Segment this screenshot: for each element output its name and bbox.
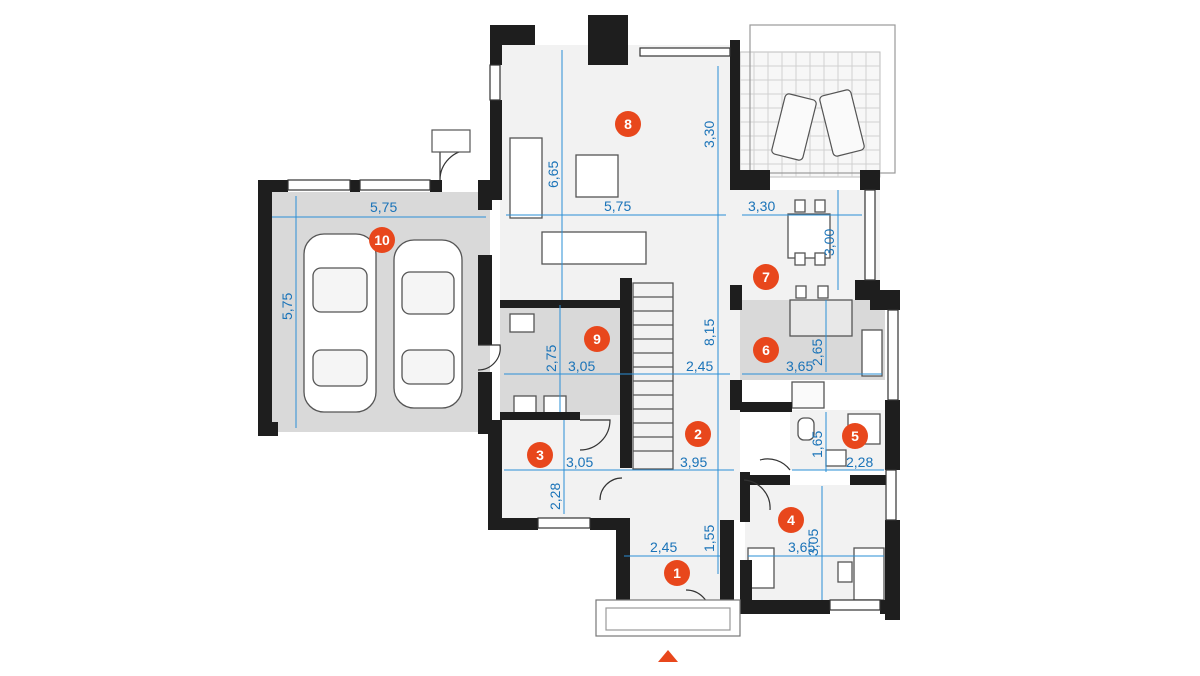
svg-text:7: 7 bbox=[762, 269, 770, 285]
room-badge-1: 1 bbox=[664, 560, 690, 586]
utility-sink bbox=[509, 313, 535, 333]
stove bbox=[791, 381, 825, 409]
room-badge-7: 7 bbox=[753, 264, 779, 290]
dim-vestibule-depth: 1,55 bbox=[701, 525, 717, 552]
room-badge-3: 3 bbox=[527, 442, 553, 468]
chair-2 bbox=[814, 199, 826, 213]
coffee-table bbox=[575, 154, 619, 198]
room-badge-6: 6 bbox=[753, 337, 779, 363]
dim-office-width: 3,65 bbox=[788, 539, 815, 555]
svg-text:1: 1 bbox=[673, 565, 681, 581]
room-badge-8: 8 bbox=[615, 111, 641, 137]
entrance-arrow-icon bbox=[658, 650, 678, 662]
dim-living-depth: 6,65 bbox=[545, 161, 561, 188]
dim-terrace-width: 3,30 bbox=[748, 198, 775, 214]
wall-east-terrace bbox=[730, 40, 740, 170]
dim-pantry-width: 3,05 bbox=[566, 454, 593, 470]
doors-windows bbox=[287, 47, 899, 637]
dining-table bbox=[787, 213, 831, 259]
svg-text:8: 8 bbox=[624, 116, 632, 132]
svg-text:10: 10 bbox=[374, 232, 390, 248]
dimension-lines bbox=[272, 50, 884, 600]
dim-vestibule-width: 2,45 bbox=[650, 539, 677, 555]
dim-kitchen-width: 3,65 bbox=[786, 358, 813, 374]
wall-pantry-west bbox=[488, 420, 502, 530]
svg-text:2: 2 bbox=[694, 426, 702, 442]
kitchen-island bbox=[789, 299, 853, 337]
dim-utility-width: 3,05 bbox=[568, 358, 595, 374]
dim-living-width: 5,75 bbox=[604, 198, 631, 214]
dim-stair-width: 2,45 bbox=[686, 358, 713, 374]
dim-dining-depth: 3,00 bbox=[821, 229, 837, 256]
sofa-left bbox=[509, 137, 543, 219]
pantry-floor bbox=[500, 415, 625, 515]
dim-garage-width: 5,75 bbox=[370, 199, 397, 215]
room-badge-5: 5 bbox=[842, 423, 868, 449]
svg-text:9: 9 bbox=[593, 331, 601, 347]
wall-garage-west bbox=[258, 180, 272, 435]
room-badge-10: 10 bbox=[369, 227, 395, 253]
sofa-bottom bbox=[541, 231, 647, 265]
room-badges: 1 2 3 4 5 6 7 8 bbox=[369, 111, 868, 586]
car-left bbox=[303, 233, 377, 413]
terrace bbox=[739, 24, 896, 178]
dim-living-upper: 3,30 bbox=[701, 121, 717, 148]
dim-kitchen-depth: 2,65 bbox=[809, 339, 825, 366]
chair-1 bbox=[794, 199, 806, 213]
room-badge-9: 9 bbox=[584, 326, 610, 352]
toilet bbox=[797, 417, 815, 441]
chair-4 bbox=[814, 252, 826, 266]
chair-3 bbox=[794, 252, 806, 266]
dim-office-depth: 3,05 bbox=[805, 529, 821, 556]
dim-utility-depth: 2,75 bbox=[543, 345, 559, 372]
terrace-roof-outline bbox=[749, 24, 896, 174]
svg-text:4: 4 bbox=[787, 512, 795, 528]
svg-text:5: 5 bbox=[851, 428, 859, 444]
dim-hall-height: 8,15 bbox=[701, 319, 717, 346]
dim-wc-depth: 1,65 bbox=[809, 431, 825, 458]
dim-hall-width: 3,95 bbox=[680, 454, 707, 470]
dimension-labels: 5,75 5,75 6,65 5,75 3,30 3,30 3,00 8,15 … bbox=[279, 121, 873, 556]
washbasin bbox=[825, 449, 847, 467]
dim-pantry-depth: 2,28 bbox=[547, 483, 563, 510]
walls bbox=[258, 15, 900, 620]
sunbed-left bbox=[771, 93, 817, 161]
kitchen-counter bbox=[861, 329, 883, 377]
wall-chimney bbox=[588, 15, 628, 65]
office-chair bbox=[837, 561, 853, 583]
car-right bbox=[393, 239, 463, 409]
staircase bbox=[632, 282, 674, 470]
room-badge-4: 4 bbox=[778, 507, 804, 533]
svg-text:6: 6 bbox=[762, 342, 770, 358]
wall-garage-east bbox=[478, 180, 492, 210]
sunbed-right bbox=[819, 89, 865, 157]
dim-wc-width: 2,28 bbox=[846, 454, 873, 470]
dim-garage-depth: 5,75 bbox=[279, 293, 295, 320]
room-badge-2: 2 bbox=[685, 421, 711, 447]
svg-text:3: 3 bbox=[536, 447, 544, 463]
bar-stool-2 bbox=[817, 285, 829, 299]
bar-stool-1 bbox=[795, 285, 807, 299]
